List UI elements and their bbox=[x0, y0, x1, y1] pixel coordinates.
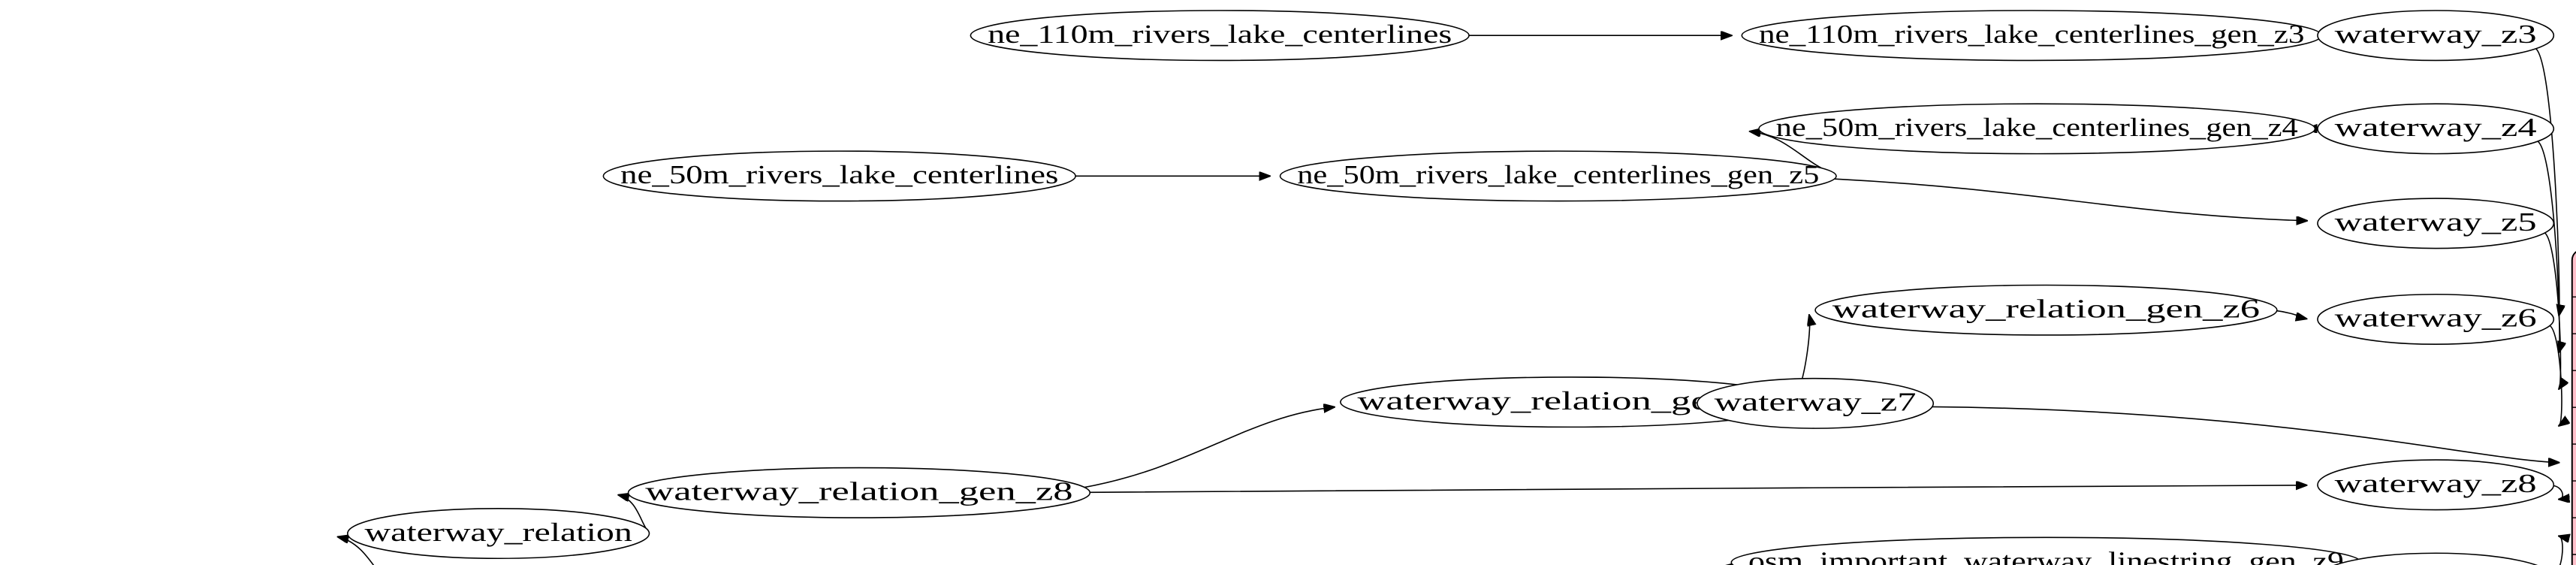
edge-waterway_z7-to-layer_waterway-z7 bbox=[1932, 406, 2559, 462]
graph-node-waterway_z6[interactable]: waterway_z6 bbox=[2318, 295, 2553, 344]
edge-ne_50m_rivers_lake_centerlines_gen_z5-to-waterway_z5 bbox=[1833, 179, 2307, 221]
graph-node-waterway_z4[interactable]: waterway_z4 bbox=[2318, 104, 2553, 153]
graph-node-waterway_relation[interactable]: waterway_relation bbox=[348, 509, 650, 558]
graph-node-ne_50m_rivers_lake_centerlines_gen_z5[interactable]: ne_50m_rivers_lake_centerlines_gen_z5 bbox=[1280, 151, 1836, 201]
graph-node-waterway_relation_gen_z8[interactable]: waterway_relation_gen_z8 bbox=[629, 468, 1090, 518]
edge-waterway_z8-to-layer_waterway-z8 bbox=[2553, 485, 2562, 499]
graph-node-ne_110m_rivers_lake_centerlines_gen_z3[interactable]: ne_110m_rivers_lake_centerlines_gen_z3 bbox=[1742, 11, 2321, 60]
node-ellipse bbox=[970, 11, 1469, 60]
table-outline bbox=[2572, 249, 2576, 565]
edge-waterway_z9-to-layer_waterway-z9 bbox=[2553, 536, 2562, 565]
layer-waterway-table: layer_waterwayz3z4z5z6z7z8z9z10z11z12z13… bbox=[2572, 249, 2576, 565]
node-ellipse bbox=[2318, 198, 2553, 248]
node-ellipse bbox=[2318, 11, 2553, 60]
node-ellipse bbox=[2318, 104, 2553, 153]
node-ellipse bbox=[2318, 460, 2553, 509]
node-ellipse bbox=[1815, 285, 2277, 334]
node-ellipse bbox=[1697, 379, 1933, 428]
graph-node-waterway_z3[interactable]: waterway_z3 bbox=[2318, 11, 2553, 60]
edge-waterway_relation_gen_z6-to-waterway_z6 bbox=[2276, 310, 2306, 319]
node-ellipse bbox=[629, 468, 1090, 518]
nodes-layer: imposm3osm_waterway_relationosm_waterway… bbox=[0, 11, 2553, 565]
graph-node-waterway_relation_gen_z6[interactable]: waterway_relation_gen_z6 bbox=[1815, 285, 2277, 334]
node-ellipse bbox=[603, 151, 1075, 201]
edge-waterway_relation_gen_z8-to-waterway_relation_gen_z7 bbox=[1084, 407, 1335, 488]
edge-waterway_z6-to-layer_waterway-z6 bbox=[2550, 325, 2562, 425]
node-ellipse bbox=[1759, 104, 2315, 153]
graph-node-waterway_z5[interactable]: waterway_z5 bbox=[2318, 198, 2553, 248]
edge-waterway_relation_gen_z8-to-waterway_z8 bbox=[1089, 485, 2306, 492]
graph-node-ne_110m_rivers_lake_centerlines[interactable]: ne_110m_rivers_lake_centerlines bbox=[970, 11, 1469, 60]
node-ellipse bbox=[1742, 11, 2321, 60]
node-ellipse bbox=[2318, 553, 2553, 565]
edge-osm_waterway_relation-to-waterway_relation bbox=[338, 537, 397, 565]
edge-waterway_z4-to-layer_waterway-z4 bbox=[2538, 141, 2559, 352]
node-ellipse bbox=[2318, 295, 2553, 344]
node-ellipse bbox=[1280, 151, 1836, 201]
graph-node-ne_50m_rivers_lake_centerlines[interactable]: ne_50m_rivers_lake_centerlines bbox=[603, 151, 1075, 201]
edge-waterway_z5-to-layer_waterway-z5 bbox=[2544, 233, 2560, 389]
node-ellipse bbox=[348, 509, 650, 558]
graph-node-waterway_z8[interactable]: waterway_z8 bbox=[2318, 460, 2553, 509]
graph-node-waterway_z7[interactable]: waterway_z7 bbox=[1697, 379, 1933, 428]
graph-node-ne_50m_rivers_lake_centerlines_gen_z4[interactable]: ne_50m_rivers_lake_centerlines_gen_z4 bbox=[1759, 104, 2315, 153]
node-ellipse bbox=[1731, 537, 2360, 565]
graph-node-osm_important_waterway_linestring_gen_z9[interactable]: osm_important_waterway_linestring_gen_z9 bbox=[1731, 537, 2360, 565]
